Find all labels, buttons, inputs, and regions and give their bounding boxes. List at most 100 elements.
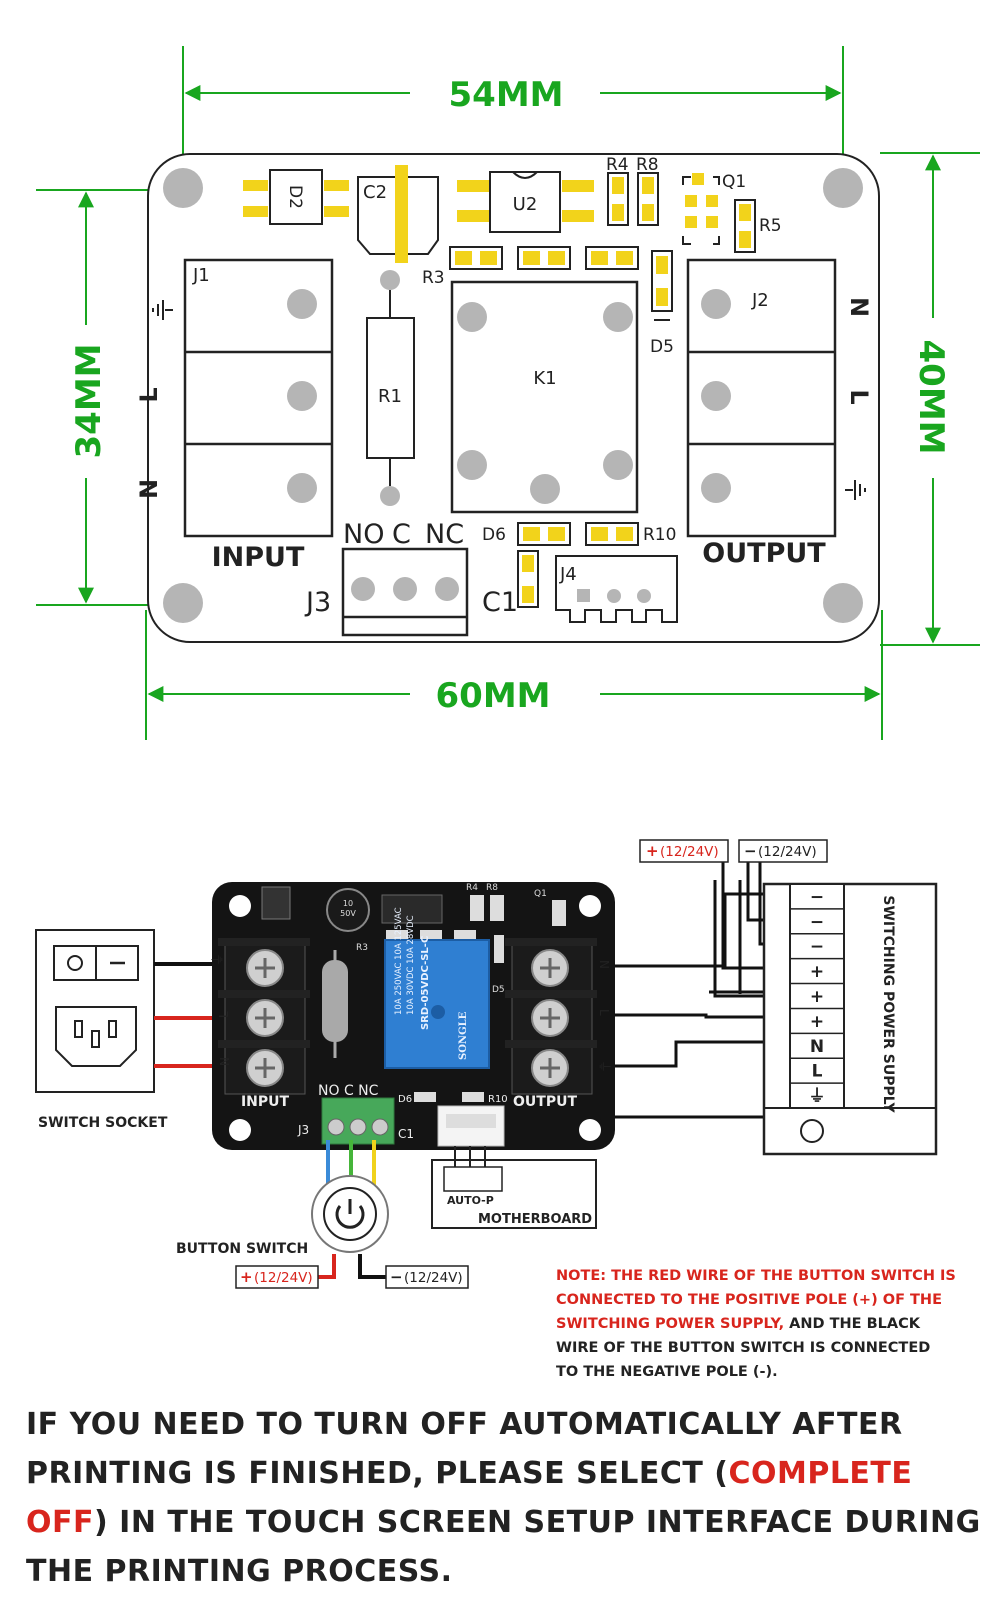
svg-text:C2: C2 — [363, 182, 387, 203]
motherboard: AUTO-P MOTHERBOARD — [431, 1146, 597, 1229]
switch-socket: SWITCH SOCKET — [35, 929, 168, 1131]
board-r4-label: R4 — [466, 883, 478, 893]
svg-text:R4: R4 — [606, 155, 629, 175]
svg-text:⏚: ⏚ — [211, 953, 226, 966]
svg-text:J1: J1 — [192, 265, 210, 286]
switching-power-supply: −−−+++NL⏚ SWITCHING POWER SUPPLY — [762, 882, 938, 1156]
board-j3-label: J3 — [297, 1123, 309, 1137]
psu-terminal-label: L — [812, 1062, 823, 1082]
svg-text:C1: C1 — [482, 587, 518, 618]
board-input-label: INPUT — [241, 1094, 290, 1110]
relay-model: SRD-05VDC-SL-C — [420, 936, 431, 1030]
svg-text:(12/24V): (12/24V) — [254, 1270, 313, 1286]
board-d5-label: D5 — [492, 985, 505, 995]
board-r10-label: R10 — [488, 1094, 508, 1105]
svg-text:N: N — [218, 1057, 232, 1066]
mounting-hole — [823, 168, 863, 208]
svg-text:(12/24V): (12/24V) — [404, 1270, 463, 1286]
instruction-text: IF YOU NEED TO TURN OFF AUTOMATICALLY AF… — [26, 1400, 986, 1596]
input-pin-l: L — [135, 387, 163, 402]
svg-text:J4: J4 — [559, 564, 577, 585]
board-d6-label: D6 — [398, 1094, 412, 1105]
board-r3-label: R3 — [356, 943, 368, 953]
output-label: OUTPUT — [702, 538, 826, 569]
terminal-j1: J1 L N INPUT — [135, 258, 334, 573]
psu-terminal-label: N — [810, 1037, 824, 1057]
board-r8-label: R8 — [486, 883, 498, 893]
note-red-text: NOTE: THE RED WIRE OF THE BUTTON SWITCH … — [556, 1268, 956, 1332]
component-r4: R4 — [606, 155, 629, 226]
mounting-hole — [163, 583, 203, 623]
svg-text:⏚: ⏚ — [596, 1060, 611, 1073]
svg-text:+: + — [240, 1268, 253, 1286]
wiring-diagram: + (12/24V) − (12/24V) −−−+++NL⏚ SWITCHIN… — [35, 839, 938, 1289]
component-d5: D5 — [650, 250, 674, 357]
svg-text:R10: R10 — [643, 525, 676, 545]
ground-icon — [152, 300, 173, 320]
psu-positive-tag: + (12/24V) — [639, 839, 729, 863]
relay-text-2: 10A 30VDC 10A 28VDC — [406, 915, 416, 1015]
switch-socket-label: SWITCH SOCKET — [38, 1115, 168, 1131]
component-r8: R8 — [636, 155, 659, 226]
svg-text:+: + — [646, 842, 659, 860]
instruction-part1: IF YOU NEED TO TURN OFF AUTOMATICALLY AF… — [26, 1407, 903, 1491]
component-q1: Q1 — [682, 172, 746, 245]
component-u2: U2 — [457, 171, 594, 233]
j3-pin-nc: NC — [425, 519, 464, 550]
button-negative-tag: − (12/24V) — [385, 1265, 469, 1289]
output-terminal-photo: OUTPUT — [505, 938, 597, 1110]
svg-text:(12/24V): (12/24V) — [660, 844, 719, 860]
svg-text:(12/24V): (12/24V) — [758, 844, 817, 860]
connector-j4: J4 — [555, 555, 678, 623]
instruction-part2: ) IN THE TOUCH SCREEN SETUP INTERFACE DU… — [26, 1505, 981, 1589]
input-label: INPUT — [212, 542, 305, 573]
terminal-j3: NO C NC J3 — [304, 519, 469, 637]
dimension-drawing: 54MM 34MM 40MM 60MM — [36, 46, 980, 740]
terminal-j2: J2 N L OUTPUT — [686, 258, 873, 569]
psu-terminal-label: + — [810, 987, 824, 1007]
svg-text:L: L — [597, 1009, 611, 1016]
svg-text:−: − — [744, 842, 757, 860]
svg-text:J2: J2 — [751, 290, 769, 311]
dim-top-width: 54MM — [449, 75, 564, 115]
board-no-c-nc-label: NO C NC — [318, 1083, 379, 1099]
svg-text:D5: D5 — [650, 337, 674, 357]
component-k1: K1 — [450, 280, 639, 514]
button-positive-tag: + (12/24V) — [235, 1265, 319, 1289]
svg-text:R8: R8 — [636, 155, 659, 175]
psu-terminal-label: − — [810, 912, 824, 932]
svg-text:R1: R1 — [378, 386, 402, 407]
svg-text:50V: 50V — [340, 909, 356, 918]
svg-text:D6: D6 — [482, 525, 506, 545]
mounting-hole — [163, 168, 203, 208]
svg-text:D2: D2 — [285, 185, 305, 209]
dim-left-height: 34MM — [69, 344, 109, 459]
svg-text:K1: K1 — [533, 368, 556, 389]
wiring-note: NOTE: THE RED WIRE OF THE BUTTON SWITCH … — [556, 1264, 956, 1384]
note-black-text: AND THE BLACK WIRE OF THE BUTTON SWITCH … — [556, 1316, 931, 1380]
output-pin-l: L — [845, 389, 873, 404]
psu-label: SWITCHING POWER SUPPLY — [880, 895, 896, 1113]
psu-terminal-label: + — [810, 1012, 824, 1032]
mounting-hole — [823, 583, 863, 623]
power-icon — [335, 1199, 365, 1229]
motherboard-label: MOTHERBOARD — [478, 1212, 592, 1227]
output-pin-n: N — [845, 297, 873, 317]
board-q1-label: Q1 — [534, 889, 547, 899]
j3-pin-no: NO — [343, 519, 384, 550]
instruction-highlight: COMPLETE OFF — [26, 1456, 913, 1540]
svg-text:J3: J3 — [304, 587, 331, 618]
psu-terminal-label: − — [810, 937, 824, 957]
component-r10: R10 — [585, 522, 676, 546]
auto-p-label: AUTO-P — [447, 1194, 494, 1207]
dim-right-height: 40MM — [911, 340, 951, 455]
board-c1-label: C1 — [398, 1127, 414, 1141]
component-r1: R1 — [366, 270, 415, 506]
input-pin-n: N — [135, 479, 163, 499]
board-output-label: OUTPUT — [513, 1094, 577, 1110]
svg-text:U2: U2 — [513, 194, 538, 215]
component-d2: D2 — [243, 169, 349, 225]
relay-text-1: 10A 250VAC 10A 125VAC — [394, 907, 404, 1015]
psu-terminal-label: + — [810, 962, 824, 982]
svg-text:10: 10 — [343, 899, 353, 908]
